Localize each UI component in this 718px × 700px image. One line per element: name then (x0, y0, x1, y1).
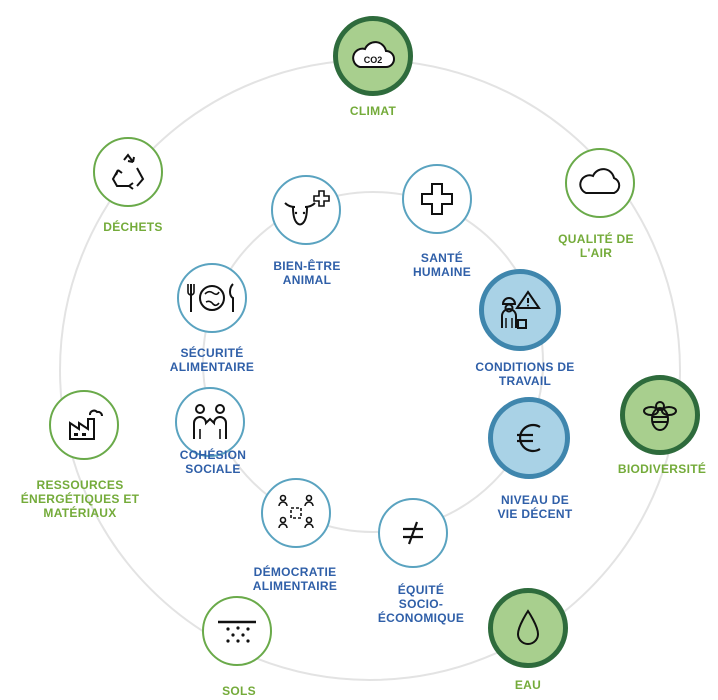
label-eau: EAU (514, 678, 542, 692)
not-equal-icon (403, 521, 423, 545)
plate-cutlery-icon (187, 283, 234, 312)
biodiversite-node (620, 375, 700, 455)
equite-node (378, 498, 448, 568)
label-conditions: CONDITIONS DE TRAVAIL (475, 360, 575, 388)
label-dechets: DÉCHETS (103, 220, 163, 234)
label-securite: SÉCURITÉ ALIMENTAIRE (169, 346, 255, 374)
bee-icon (643, 401, 677, 431)
dechets-node (93, 137, 163, 207)
people-network-icon (278, 494, 314, 529)
inner-ring-line (202, 191, 544, 533)
conditions-node (479, 269, 561, 351)
democratie-node (261, 478, 331, 548)
cohesion-node (175, 387, 245, 457)
securite-node (177, 263, 247, 333)
medical-cross-icon (421, 183, 453, 215)
people-together-icon (193, 404, 227, 439)
eau-node (488, 588, 568, 668)
euro-icon (517, 423, 541, 453)
label-qualite-air: QUALITÉ DE L'AIR (558, 232, 634, 260)
label-niveau-vie: NIVEAU DE VIE DÉCENT (497, 493, 573, 521)
cow-plus-icon (284, 190, 330, 226)
label-climat: CLIMAT (349, 104, 397, 118)
label-sols: SOLS (222, 684, 256, 698)
bien-etre-node (271, 175, 341, 245)
label-cohesion: COHÉSION SOCIALE (179, 448, 247, 476)
co2-text: CO2 (364, 55, 383, 65)
label-biodiversite: BIODIVERSITÉ (617, 462, 707, 476)
label-sante: SANTÉ HUMAINE (412, 251, 472, 279)
qualite-air-node (565, 148, 635, 218)
niveau-vie-node (488, 397, 570, 479)
sols-node (202, 596, 272, 666)
climat-node: CO2 (333, 16, 413, 96)
label-equite: ÉQUITÉ SOCIO- ÉCONOMIQUE (377, 583, 465, 625)
label-bien-etre: BIEN-ÊTRE ANIMAL (273, 259, 341, 287)
water-drop-icon (516, 609, 540, 645)
label-ressources: RESSOURCES ÉNERGÉTIQUES ET MATÉRIAUX (20, 478, 140, 520)
co2-cloud-icon: CO2 (352, 41, 395, 68)
ressources-node (49, 390, 119, 460)
recycle-icon (111, 153, 145, 190)
cloud-icon (579, 168, 621, 194)
worker-warning-icon (501, 290, 541, 329)
sante-node (402, 164, 472, 234)
label-democratie: DÉMOCRATIE ALIMENTAIRE (252, 565, 338, 593)
factory-icon (69, 409, 103, 440)
soil-icon (218, 620, 256, 643)
